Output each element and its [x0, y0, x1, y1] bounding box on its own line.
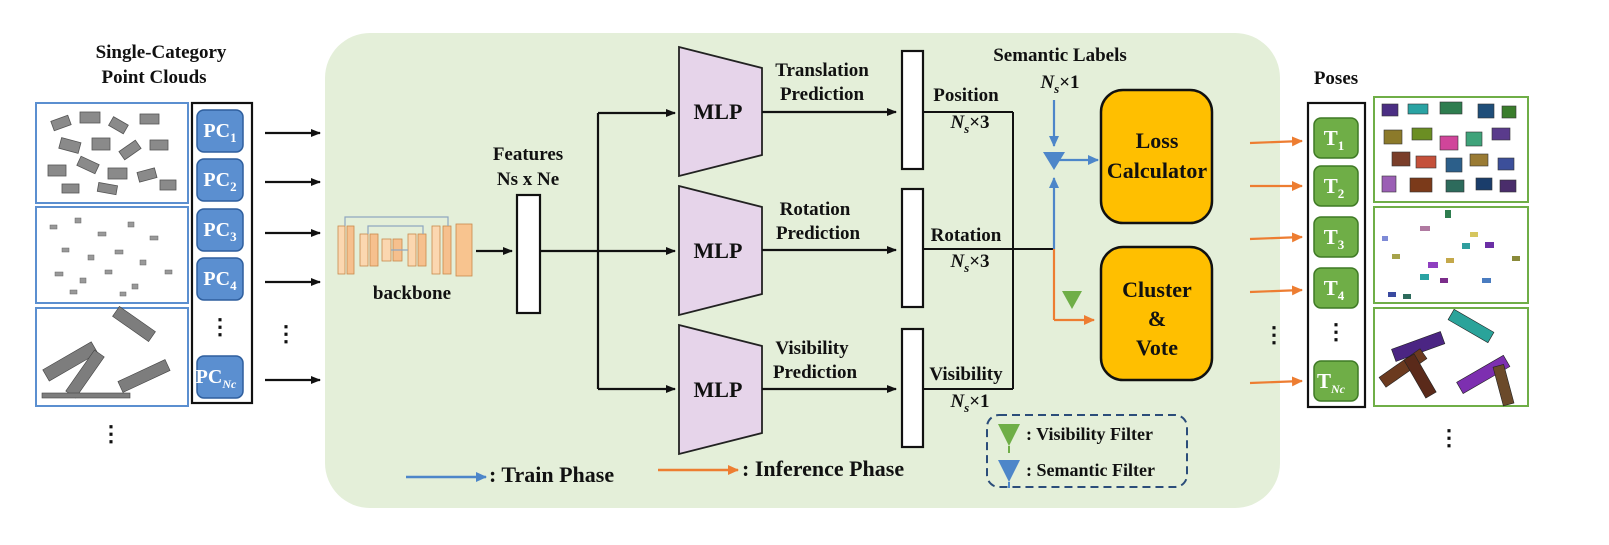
- semantic-labels-dim: Ns×1: [1039, 72, 1079, 96]
- pose-item: T4: [1313, 267, 1359, 309]
- svg-text:MLP: MLP: [694, 377, 743, 402]
- svg-text:Vote: Vote: [1136, 335, 1178, 360]
- backbone-unet-icon: [337, 216, 473, 277]
- rotation-output-bar: [900, 187, 925, 309]
- pose-ellipsis: ⋮: [1325, 319, 1347, 344]
- svg-text:Calculator: Calculator: [1107, 158, 1207, 183]
- svg-text:PCNc: PCNc: [196, 366, 237, 391]
- features-label-line2: Ns x Ne: [497, 169, 559, 190]
- svg-text:MLP: MLP: [694, 238, 743, 263]
- svg-text:T1: T1: [1324, 126, 1345, 153]
- inference-phase-legend-label: : Inference Phase: [742, 456, 904, 481]
- rotation-dim: Ns×3: [949, 251, 989, 275]
- cluster-vote-block: Cluster & Vote: [1099, 245, 1214, 382]
- point-cloud-thumbnail: [35, 102, 189, 204]
- pc-item: PC4: [196, 257, 244, 301]
- visibility-filter-icon: [1062, 291, 1082, 309]
- arrow-ellipsis: ⋮: [275, 321, 297, 346]
- filter-legend: : Visibility Filter : Semantic Filter: [986, 414, 1188, 488]
- backbone-label: backbone: [373, 283, 451, 304]
- visibility-label: Visibility: [929, 364, 1003, 385]
- svg-text:&: &: [1148, 306, 1166, 331]
- position-output-bar: [900, 49, 925, 171]
- translation-pred-line1: Translation: [775, 60, 869, 81]
- mlp-block: MLP: [678, 45, 763, 178]
- pose-item: T1: [1313, 117, 1359, 159]
- pose-output-arrows: [1249, 136, 1303, 387]
- svg-text:Cluster: Cluster: [1122, 277, 1192, 302]
- rotation-pred-line2: Prediction: [776, 223, 861, 244]
- svg-text:T2: T2: [1324, 174, 1345, 201]
- features-label-line1: Features: [493, 144, 563, 165]
- mlp-block: MLP: [678, 323, 763, 456]
- position-label: Position: [933, 85, 999, 106]
- pose-arrow-ellipsis: ⋮: [1263, 322, 1285, 347]
- pc-item: PC3: [196, 208, 244, 252]
- svg-text:T3: T3: [1324, 225, 1345, 252]
- feature-branch-arrows: [540, 109, 676, 393]
- svg-text:Loss: Loss: [1136, 128, 1179, 153]
- pc-column: [190, 101, 254, 405]
- pc-item: PC1: [196, 109, 244, 153]
- visibility-filter-legend-label: : Visibility Filter: [1026, 424, 1153, 444]
- svg-text:PC1: PC1: [203, 120, 236, 145]
- network-panel: [325, 33, 1280, 508]
- semantic-filter-legend-label: : Semantic Filter: [1026, 460, 1155, 480]
- head-output-arrows: [762, 108, 897, 393]
- svg-text:T4: T4: [1324, 276, 1345, 303]
- semantic-filter-icon: [1043, 152, 1065, 170]
- position-dim: Ns×3: [949, 112, 989, 136]
- input-title-line1: Single-Category: [96, 42, 227, 63]
- rotation-label: Rotation: [931, 225, 1002, 246]
- poses-title: Poses: [1314, 68, 1358, 89]
- pc-ellipsis: ⋮: [209, 314, 231, 339]
- semantic-labels-title: Semantic Labels: [993, 45, 1127, 66]
- pose-item: T2: [1313, 165, 1359, 207]
- pose-result-thumbnail: [1373, 206, 1529, 304]
- point-cloud-thumbnail: [35, 306, 189, 407]
- pc-item: PCNc: [196, 355, 244, 399]
- pose-result-thumbnail: [1373, 96, 1529, 203]
- output-merge-lines: [923, 111, 1054, 390]
- svg-text:TNc: TNc: [1317, 369, 1346, 396]
- svg-text:PC3: PC3: [203, 219, 237, 244]
- mlp-block: MLP: [678, 184, 763, 317]
- visibility-pred-line1: Visibility: [775, 338, 849, 359]
- svg-text:PC2: PC2: [203, 169, 236, 194]
- pc-item: PC2: [196, 158, 244, 202]
- train-phase-paths: [1049, 100, 1099, 249]
- loss-calculator-block: Loss Calculator: [1099, 88, 1214, 225]
- input-title-line2: Point Clouds: [101, 67, 206, 88]
- point-cloud-thumbnail: [35, 206, 189, 304]
- pose-thumbnail-ellipsis: ⋮: [1438, 425, 1460, 450]
- rotation-pred-line1: Rotation: [780, 199, 851, 220]
- pose-item: T3: [1313, 216, 1359, 258]
- translation-pred-line2: Prediction: [780, 84, 865, 105]
- input-ellipsis: ⋮: [100, 421, 122, 446]
- pose-result-thumbnail: [1373, 307, 1529, 407]
- svg-text:PC4: PC4: [203, 268, 237, 293]
- input-arrows: [265, 129, 321, 384]
- visibility-pred-line2: Prediction: [773, 362, 858, 383]
- visibility-dim: Ns×1: [949, 391, 989, 415]
- features-bar: [515, 193, 542, 315]
- train-phase-legend-label: : Train Phase: [489, 462, 614, 487]
- pose-item: TNc: [1313, 360, 1359, 402]
- svg-text:MLP: MLP: [694, 99, 743, 124]
- visibility-output-bar: [900, 327, 925, 449]
- inference-phase-paths: [1052, 249, 1095, 325]
